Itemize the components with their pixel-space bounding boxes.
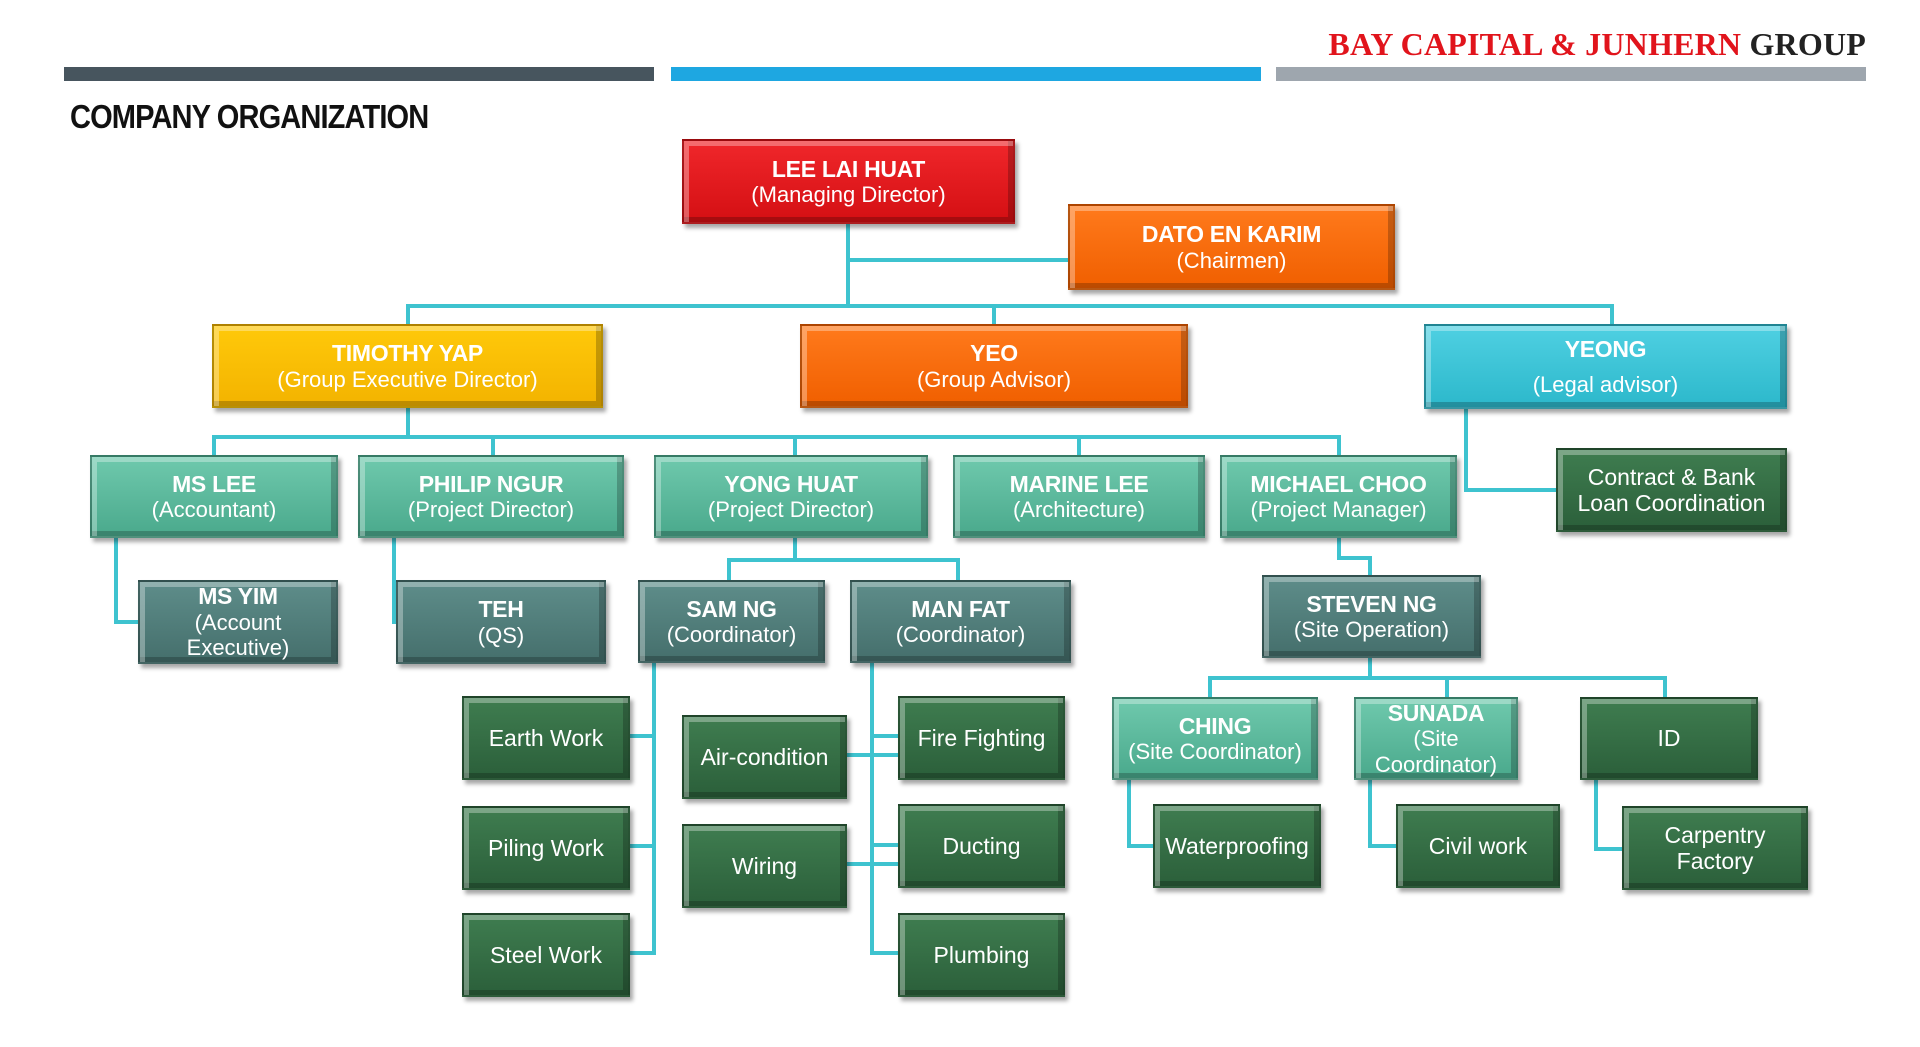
node-waterproofing: Waterproofing (1153, 804, 1321, 888)
node-plumbing: Plumbing (898, 913, 1065, 997)
node-legal-advisor: YEONG (Legal advisor) (1424, 324, 1787, 409)
node-piling-work: Piling Work (462, 806, 630, 890)
node-name: CHING (1178, 712, 1252, 739)
node-ducting: Ducting (898, 804, 1065, 888)
node-text: Wiring (731, 852, 798, 879)
brand-title-black: GROUP (1749, 26, 1866, 62)
node-role: (Project Manager) (1250, 497, 1427, 523)
node-text-line1: Carpentry (1664, 821, 1766, 848)
node-marine-lee: MARINE LEE (Architecture) (953, 455, 1205, 538)
node-role-line2: Executive) (186, 635, 290, 661)
node-text: Steel Work (489, 941, 603, 968)
node-text: Ducting (942, 832, 1021, 859)
node-role-line1: (Account (194, 609, 282, 635)
node-role: (Legal advisor) (1532, 372, 1679, 398)
node-earth-work: Earth Work (462, 696, 630, 780)
node-name: STEVEN NG (1306, 590, 1437, 617)
node-text-line1: Contract & Bank (1587, 463, 1756, 490)
node-man-fat: MAN FAT (Coordinator) (850, 580, 1071, 663)
page-title: COMPANY ORGANIZATION (70, 98, 429, 135)
node-name: MICHAEL CHOO (1250, 470, 1427, 497)
node-text: ID (1657, 725, 1681, 752)
node-name: MARINE LEE (1009, 470, 1149, 497)
node-text: Civil work (1428, 832, 1528, 859)
header-bar-blue (671, 67, 1261, 81)
header-bar-grey (1276, 67, 1866, 81)
node-name: YONG HUAT (724, 470, 858, 497)
node-text: Fire Fighting (917, 724, 1046, 751)
node-role-line2: Coordinator) (1374, 751, 1498, 777)
node-chairman: DATO EN KARIM (Chairmen) (1068, 204, 1395, 290)
node-philip-ngur: PHILIP NGUR (Project Director) (358, 455, 624, 538)
node-managing-director: LEE LAI HUAT (Managing Director) (682, 139, 1015, 224)
node-role: (Group Executive Director) (277, 366, 538, 392)
brand-title-red: BAY CAPITAL & JUNHERN (1328, 26, 1742, 62)
node-name: MS YIM (198, 583, 278, 610)
node-role-line1: (Site (1413, 726, 1459, 752)
node-role: (Coordinator) (666, 622, 797, 648)
header-bar-dark (64, 67, 654, 81)
node-text-line2: Factory (1676, 848, 1754, 874)
node-ching: CHING (Site Coordinator) (1112, 697, 1318, 780)
node-civil-work: Civil work (1396, 804, 1560, 888)
node-yong-huat: YONG HUAT (Project Director) (654, 455, 928, 538)
node-text: Plumbing (933, 941, 1030, 968)
node-ms-lee: MS LEE (Accountant) (90, 455, 338, 538)
node-role: (Site Coordinator) (1128, 739, 1302, 765)
node-role: (Managing Director) (751, 182, 946, 208)
node-role: (Site Operation) (1293, 617, 1450, 643)
node-sam-ng: SAM NG (Coordinator) (638, 580, 825, 663)
node-name: YEONG (1564, 335, 1647, 362)
node-name: YEO (970, 340, 1018, 367)
node-text: Air-condition (700, 743, 829, 770)
node-text-line2: Loan Coordination (1577, 490, 1766, 516)
node-name: MAN FAT (911, 595, 1010, 622)
node-role: (Chairmen) (1176, 247, 1287, 273)
node-steven-ng: STEVEN NG (Site Operation) (1262, 575, 1481, 658)
node-role: (Coordinator) (895, 622, 1026, 648)
node-air-condition: Air-condition (682, 715, 847, 799)
node-name: TEH (478, 596, 524, 623)
node-role: (QS) (477, 622, 525, 648)
node-text: Earth Work (488, 724, 604, 751)
node-name: PHILIP NGUR (418, 470, 564, 497)
node-role: (Accountant) (151, 497, 277, 523)
node-michael-choo: MICHAEL CHOO (Project Manager) (1220, 455, 1457, 538)
node-contract-bank-loan: Contract & Bank Loan Coordination (1556, 448, 1787, 532)
node-name: LEE LAI HUAT (771, 155, 926, 182)
node-name: DATO EN KARIM (1141, 221, 1322, 248)
node-name: SAM NG (686, 595, 777, 622)
node-ms-yim: MS YIM (Account Executive) (138, 580, 338, 664)
node-group-executive-director: TIMOTHY YAP (Group Executive Director) (212, 324, 603, 408)
node-fire-fighting: Fire Fighting (898, 696, 1065, 780)
node-id: ID (1580, 697, 1758, 780)
node-carpentry-factory: Carpentry Factory (1622, 806, 1808, 890)
node-wiring: Wiring (682, 824, 847, 908)
node-text: Waterproofing (1165, 832, 1309, 859)
node-role: (Architecture) (1012, 497, 1146, 523)
brand-title: BAY CAPITAL & JUNHERN GROUP (1328, 26, 1866, 63)
node-name: SUNADA (1387, 699, 1485, 726)
node-name: TIMOTHY YAP (332, 340, 483, 367)
node-steel-work: Steel Work (462, 913, 630, 997)
node-role: (Project Director) (707, 497, 875, 523)
node-role: (Project Director) (407, 497, 575, 523)
node-name: MS LEE (172, 470, 256, 497)
node-role: (Group Advisor) (916, 366, 1072, 392)
node-text: Piling Work (488, 834, 604, 861)
node-sunada: SUNADA (Site Coordinator) (1354, 697, 1518, 780)
node-teh: TEH (QS) (396, 580, 606, 664)
node-group-advisor: YEO (Group Advisor) (800, 324, 1188, 408)
